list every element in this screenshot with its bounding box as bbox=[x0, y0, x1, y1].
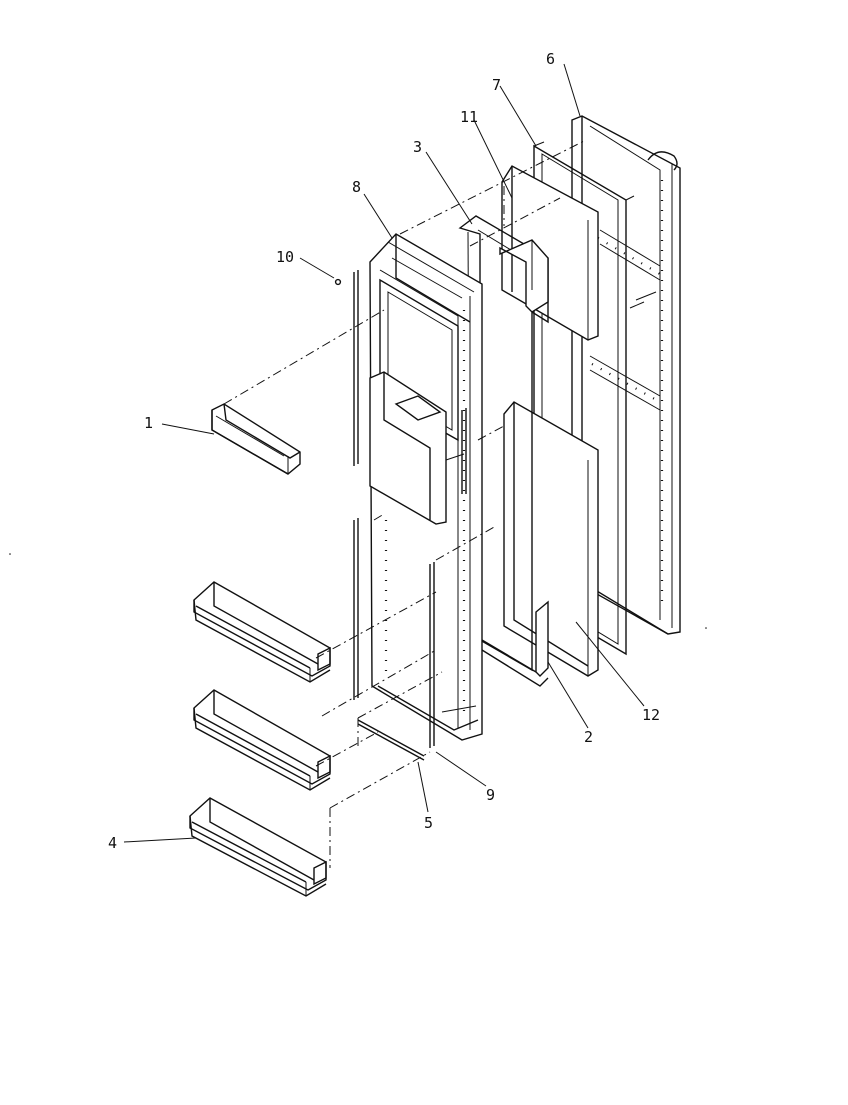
callout-2: 2 bbox=[584, 728, 593, 746]
assembly-center-lines bbox=[223, 139, 587, 868]
callout-11: 11 bbox=[460, 108, 478, 126]
callout-1: 1 bbox=[144, 414, 153, 432]
part-10-screw bbox=[334, 278, 342, 286]
part-5-bottom-rod bbox=[357, 719, 425, 761]
part-12-lower-panel bbox=[503, 401, 599, 677]
callout-4: 4 bbox=[108, 834, 117, 852]
callout-9: 9 bbox=[486, 786, 495, 804]
callout-12: 12 bbox=[642, 706, 660, 724]
callout-5: 5 bbox=[424, 814, 433, 832]
door-bin-middle bbox=[193, 689, 331, 791]
leader-lines bbox=[123, 63, 645, 843]
callout-7: 7 bbox=[492, 76, 501, 94]
part-1-small-bin bbox=[211, 403, 301, 475]
callout-labels: 1 6 7 11 3 8 10 4 5 9 2 12 bbox=[108, 50, 660, 852]
callout-3: 3 bbox=[413, 138, 422, 156]
callout-10: 10 bbox=[276, 248, 294, 266]
part-8-inner-door-panel bbox=[369, 233, 483, 741]
callout-8: 8 bbox=[352, 178, 361, 196]
part-2-lower-channel bbox=[481, 600, 549, 687]
scan-specks bbox=[9, 553, 707, 629]
part-4-door-bin-lower bbox=[189, 797, 327, 897]
left-trim-rods bbox=[353, 270, 359, 700]
callout-6: 6 bbox=[546, 50, 555, 68]
door-bin-upper bbox=[193, 581, 331, 683]
